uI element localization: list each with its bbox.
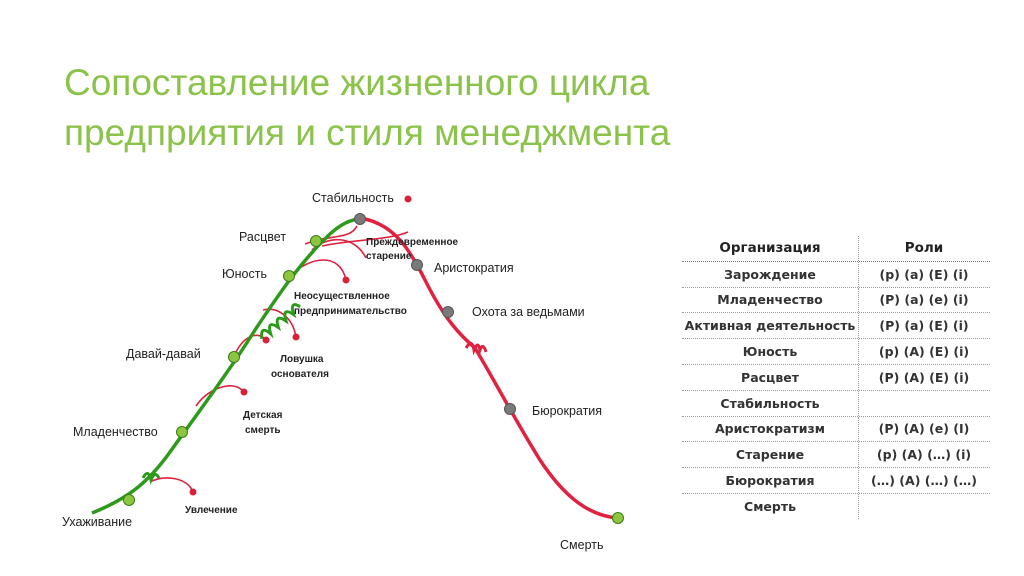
label-unfulfilled-1: Неосуществленное (294, 291, 390, 302)
label-founder-trap-2: основателя (271, 369, 329, 380)
label-courtship: Ухаживание (62, 515, 132, 529)
label-go-go: Давай-давай (126, 347, 201, 361)
table-row: Расцвет (P) (A) (E) (i) (682, 364, 990, 391)
trap-dot (342, 276, 350, 284)
row-roles: (P) (a) (e) (i) (858, 287, 989, 313)
trap-dots (189, 195, 412, 496)
table-row: Юность (p) (A) (E) (i) (682, 339, 990, 365)
row-roles: (P) (A) (E) (i) (858, 364, 989, 390)
table-row: Аристократизм (P) (A) (e) (I) (682, 416, 990, 443)
label-death: Смерть (560, 538, 604, 552)
label-infant-mortality-2: смерть (245, 425, 281, 436)
table-row: Зарождение (p) (a) (E) (i) (682, 261, 990, 288)
node-death (612, 512, 624, 524)
table-row: Стабильность (682, 390, 990, 417)
decline-curve (364, 217, 619, 520)
row-roles: (P) (a) (E) (i) (858, 313, 989, 339)
header-roles: Роли (858, 236, 989, 261)
trap-dot (404, 195, 412, 203)
row-org: Расцвет (741, 369, 799, 385)
row-roles (858, 493, 989, 519)
node-infancy (176, 426, 188, 438)
table-row: Младенчество (P) (a) (e) (i) (682, 287, 990, 314)
trap-branch-affair (149, 477, 194, 493)
label-founder-trap-1: Ловушка (280, 354, 324, 365)
roles-table-header: Организация Роли (682, 236, 990, 262)
trap-dot (240, 388, 248, 396)
label-premature-aging-2: старение (366, 251, 412, 262)
header-organization: Организация (719, 240, 821, 257)
trap-dot (292, 333, 300, 341)
row-org: Бюрократия (725, 473, 815, 489)
growth-nodes (123, 235, 624, 524)
row-org: Смерть (744, 498, 796, 514)
row-roles: (…) (A) (…) (…) (858, 468, 989, 493)
node-courtship (123, 494, 135, 506)
slide-title-line-2: предприятия и стиля менеджмента (64, 112, 671, 153)
decline-kink (464, 342, 488, 356)
node-prime (310, 235, 322, 247)
row-org: Юность (742, 344, 798, 360)
table-row: Активная деятельность (P) (a) (E) (i) (682, 313, 990, 340)
label-unfulfilled-2: предпринимательство (294, 306, 407, 317)
label-infancy: Младенчество (73, 425, 158, 439)
node-witch-hunt (442, 306, 454, 318)
label-witch-hunt: Охота за ведьмами (472, 305, 585, 319)
label-premature-aging-1: Преждевременное (366, 237, 459, 248)
node-aristocracy (411, 259, 423, 271)
label-stability: Стабильность (312, 191, 394, 205)
row-org: Аристократизм (715, 421, 825, 437)
label-prime: Расцвет (239, 230, 286, 244)
row-org: Стабильность (720, 395, 820, 411)
row-roles: (p) (a) (E) (i) (858, 261, 989, 287)
decline-nodes (354, 213, 516, 415)
row-org: Старение (735, 447, 805, 463)
label-youth: Юность (222, 267, 267, 281)
growth-kink (141, 472, 161, 485)
growth-coil (260, 303, 301, 339)
trap-dot (262, 336, 270, 344)
node-bureaucracy (504, 403, 516, 415)
row-org: Зарождение (724, 266, 816, 282)
table-row: Старение (p) (A) (…) (i) (682, 442, 990, 469)
trap-branch-premature-3 (321, 231, 409, 247)
row-roles: (p) (A) (E) (i) (858, 339, 989, 364)
table-row: Бюрократия (…) (A) (…) (…) (682, 468, 990, 494)
label-aristocracy: Аристократия (434, 261, 514, 275)
trap-dot (189, 488, 197, 496)
row-org: Младенчество (717, 292, 823, 308)
slide-title: Сопоставление жизненного цикла предприят… (64, 58, 670, 158)
row-roles: (P) (A) (e) (I) (858, 416, 989, 442)
node-stability (354, 213, 366, 225)
label-infant-mortality-1: Детская (243, 410, 283, 421)
roles-table: Организация Роли Зарождение (p) (a) (E) … (682, 236, 990, 519)
table-row: Смерть (682, 493, 990, 519)
row-roles: (p) (A) (…) (i) (858, 442, 989, 468)
slide-title-line-1: Сопоставление жизненного цикла (64, 62, 650, 103)
label-bureaucracy: Бюрократия (532, 404, 602, 418)
node-youth (283, 270, 295, 282)
node-go-go (228, 351, 240, 363)
row-roles (858, 390, 989, 416)
row-org: Активная деятельность (684, 318, 856, 334)
growth-curve (91, 217, 366, 515)
label-affair: Увлечение (185, 505, 238, 516)
